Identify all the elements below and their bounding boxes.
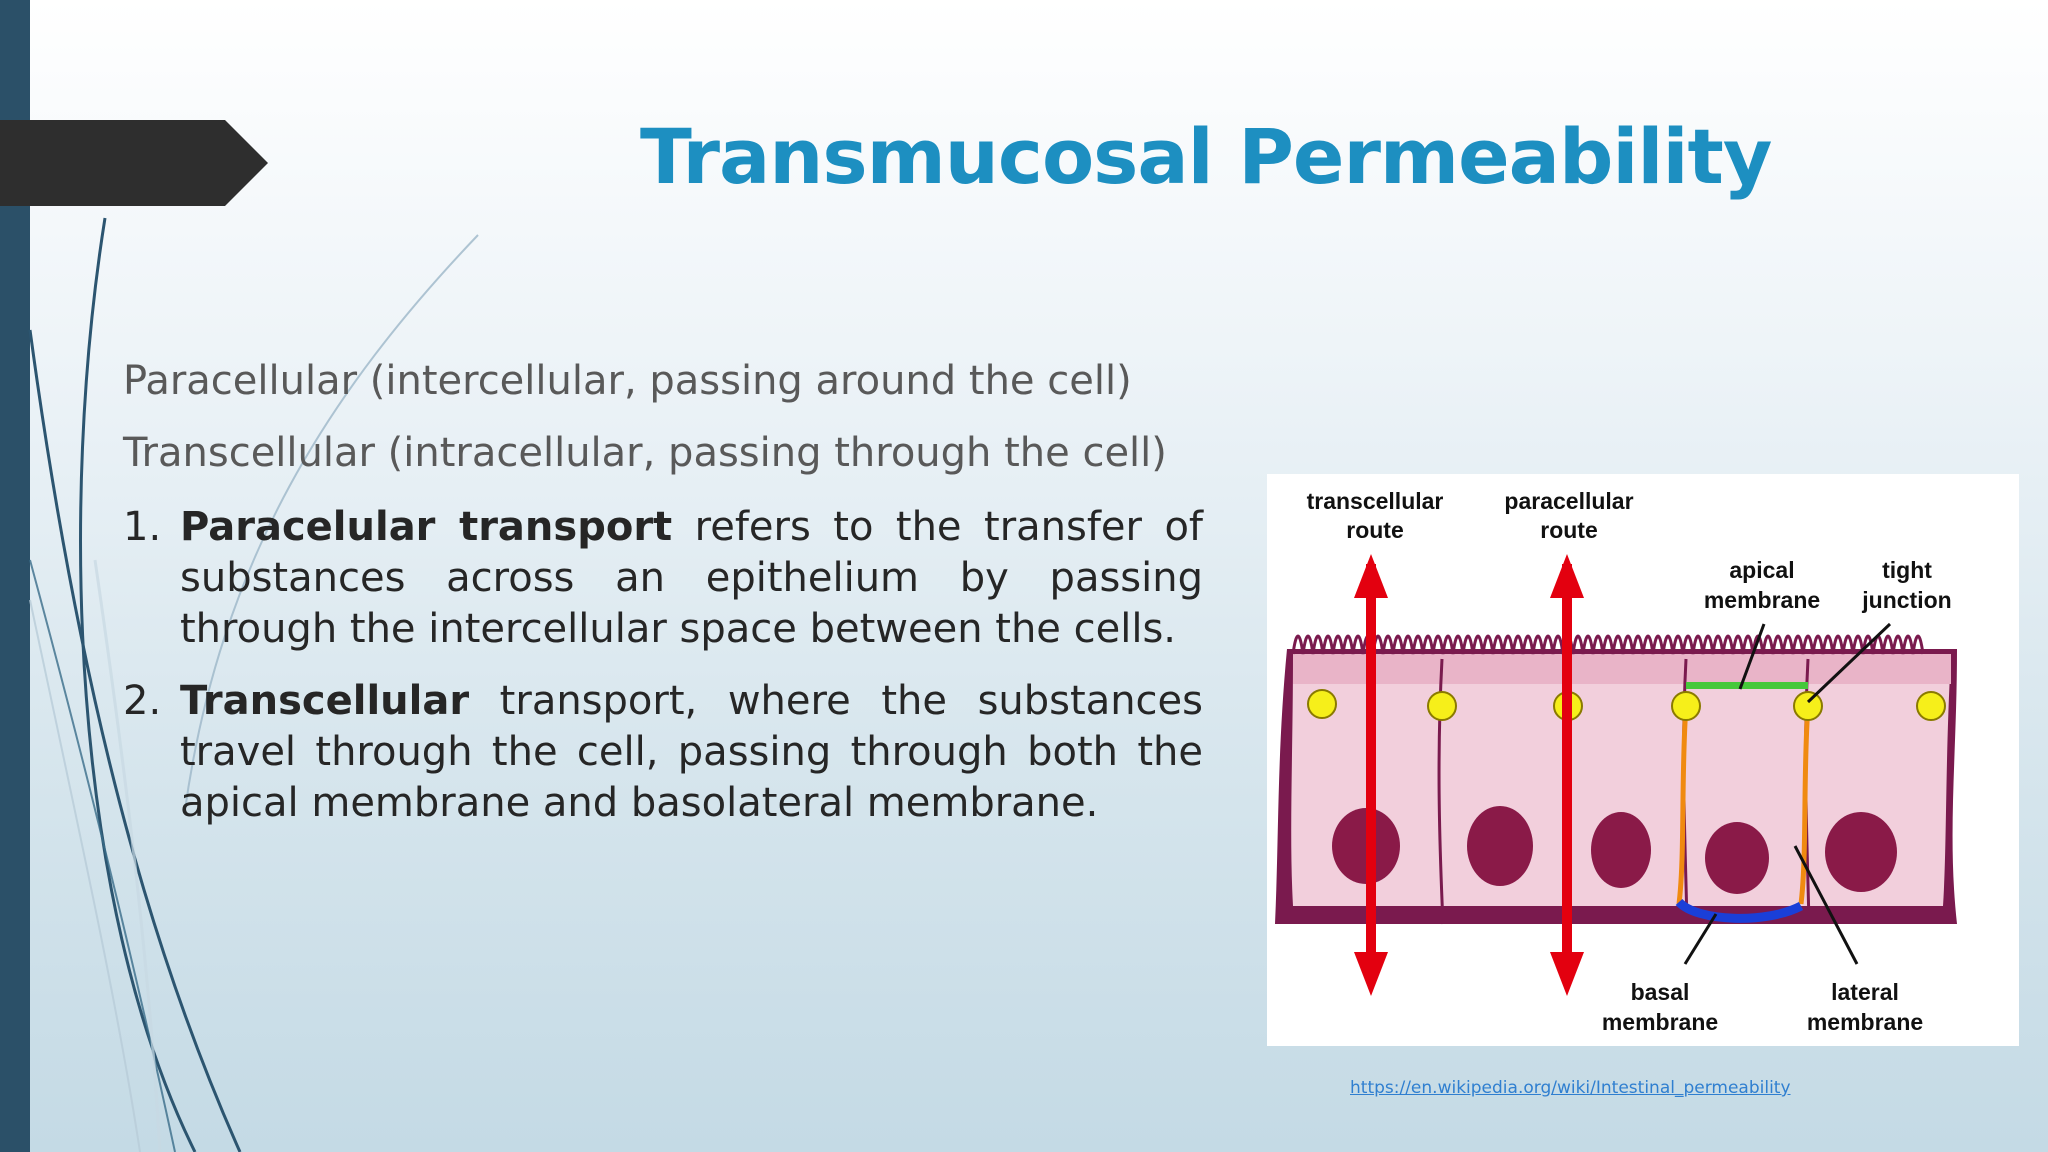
label-apical-2: membrane [1704, 587, 1820, 613]
numbered-item-transcellular: 2. Transcellular transport, where the su… [123, 676, 1203, 829]
route-arrows [1354, 554, 1584, 996]
apical-membrane-line [1686, 682, 1808, 689]
label-tight-1: tight [1882, 557, 1932, 583]
label-paracellular-2: route [1540, 517, 1598, 543]
item-bold-term: Transcellular [180, 678, 470, 724]
item-text: transport, where the substances travel t… [180, 678, 1203, 826]
tight-junction-dots [1307, 689, 1946, 721]
label-transcellular-2: route [1346, 517, 1404, 543]
label-lateral-1: lateral [1831, 979, 1899, 1005]
item-number: 2. [123, 678, 162, 724]
label-paracellular-1: paracellular [1504, 488, 1633, 514]
item-text: refers to the transfer of substances acr… [180, 504, 1204, 652]
label-basal-1: basal [1631, 979, 1690, 1005]
decorative-lines [28, 217, 479, 1152]
slide-title: Transmucosal Permeability [640, 112, 1772, 201]
transcellular-line: Transcellular (intracellular, passing th… [123, 430, 1167, 476]
microvilli [1291, 634, 1925, 655]
paracellular-line: Paracellular (intercellular, passing aro… [123, 358, 1132, 404]
label-apical-1: apical [1729, 557, 1794, 583]
item-bold-term: Paracelular transport [180, 504, 673, 550]
label-pointers [1683, 622, 1892, 965]
lateral-membrane [1676, 705, 1811, 905]
item-number: 1. [123, 504, 162, 550]
nuclei [1332, 806, 1897, 894]
label-lateral-2: membrane [1807, 1009, 1923, 1035]
source-link[interactable]: https://en.wikipedia.org/wiki/Intestinal… [1350, 1078, 1791, 1098]
label-basal-2: membrane [1602, 1009, 1718, 1035]
epithelium-diagram: transcellular route paracellular route a… [1267, 474, 2019, 1046]
label-transcellular-1: transcellular [1307, 488, 1444, 514]
basal-membrane-line [1675, 898, 1804, 923]
label-tight-2: junction [1861, 587, 1951, 613]
title-tab-shape [0, 120, 268, 206]
numbered-item-paracellular: 1. Paracelular transport refers to the t… [123, 502, 1203, 655]
